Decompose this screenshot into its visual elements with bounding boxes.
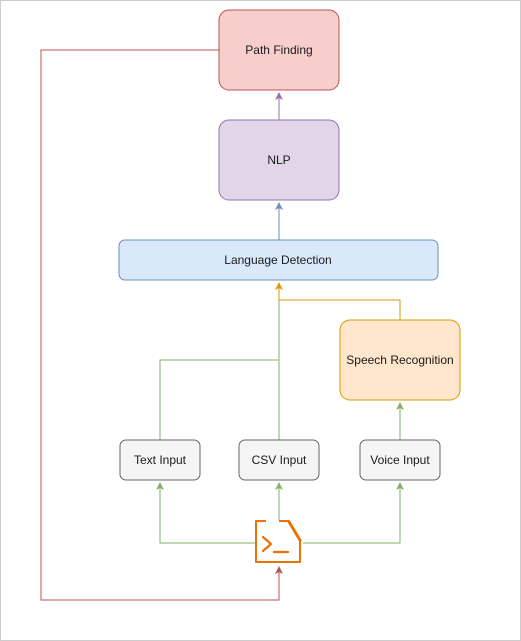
node-csv-input-label: CSV Input	[252, 453, 307, 467]
edge-icon-to-text-input	[156, 482, 255, 544]
node-language-detection-label: Language Detection	[224, 253, 331, 267]
node-voice-input-label: Voice Input	[370, 453, 430, 467]
edge-icon-to-voice-input	[303, 482, 404, 544]
edge-path-finding-loop	[40, 49, 283, 601]
node-speech-recognition-label: Speech Recognition	[346, 353, 453, 367]
node-text-input[interactable]: Text Input	[119, 439, 201, 481]
node-path-finding-label: Path Finding	[245, 43, 312, 57]
node-path-finding[interactable]: Path Finding	[218, 9, 340, 91]
node-voice-input[interactable]: Voice Input	[359, 439, 441, 481]
node-language-detection[interactable]: Language Detection	[118, 239, 439, 281]
edge-speech-to-language	[275, 282, 401, 320]
node-nlp-label: NLP	[267, 153, 290, 167]
edge-text-to-language	[159, 359, 279, 440]
terminal-icon[interactable]	[255, 520, 303, 565]
node-csv-input[interactable]: CSV Input	[238, 439, 320, 481]
node-speech-recognition[interactable]: Speech Recognition	[339, 319, 461, 401]
node-text-input-label: Text Input	[134, 453, 187, 467]
node-nlp[interactable]: NLP	[218, 119, 340, 201]
